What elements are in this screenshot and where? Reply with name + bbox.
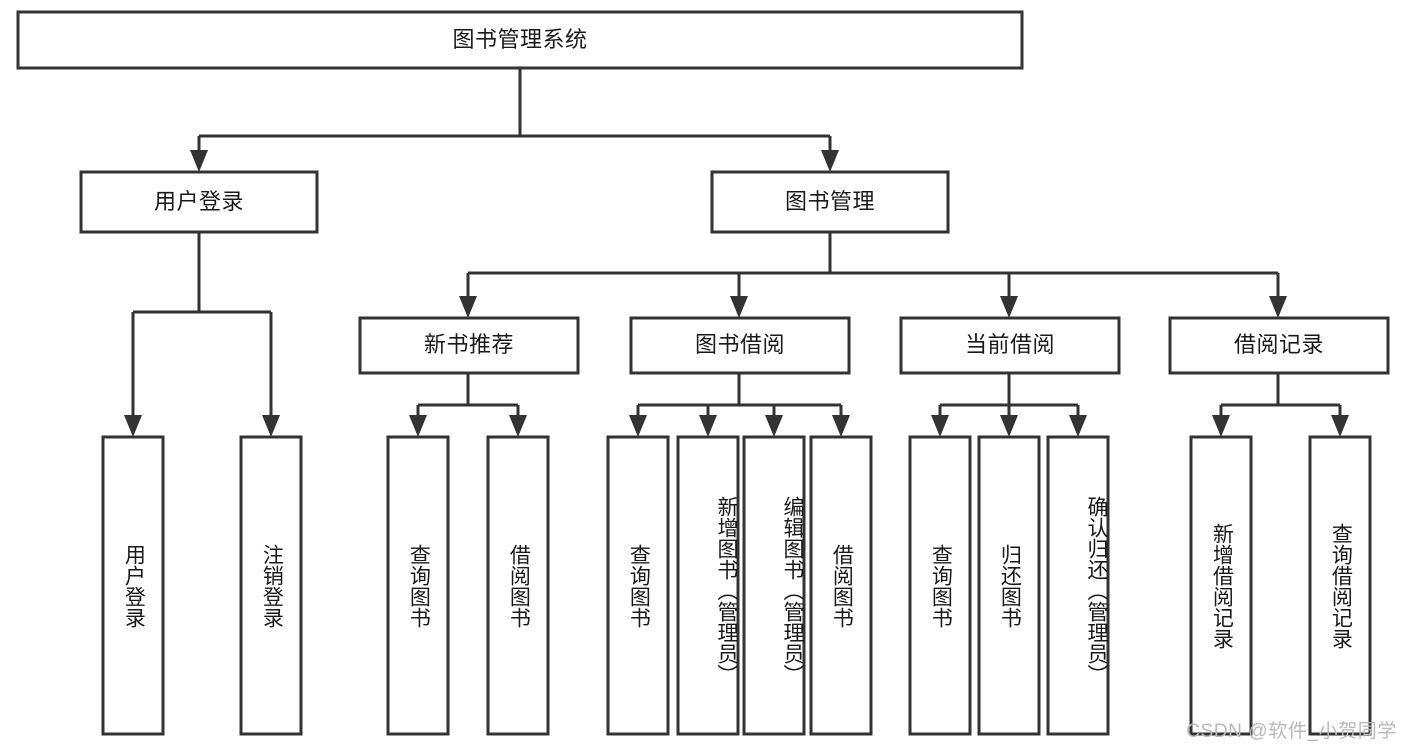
node-box-borrow-record[interactable] — [1168, 316, 1390, 375]
node-box-book-borrow[interactable] — [629, 316, 851, 375]
arrowhead-user-login — [190, 150, 208, 172]
node-box-book-manage[interactable] — [710, 170, 950, 234]
arrowhead-new-book-rec — [459, 296, 477, 318]
arrowhead-book-borrow — [730, 296, 748, 318]
node-box-new-book-rec[interactable] — [358, 316, 580, 375]
connector-layer — [124, 68, 1349, 437]
arrowhead-leaf-return-book — [1000, 415, 1018, 437]
node-box-leaf-confirm-return[interactable] — [1046, 435, 1110, 736]
arrowhead-leaf-add-book — [699, 415, 717, 437]
node-box-leaf-add-record[interactable] — [1189, 435, 1253, 736]
arrowhead-leaf-user-logout — [262, 415, 280, 437]
node-box-current-borrow[interactable] — [899, 316, 1121, 375]
arrowhead-borrow-record — [1269, 296, 1287, 318]
node-box-layer — [16, 10, 1390, 736]
node-box-root[interactable] — [16, 10, 1024, 70]
node-box-leaf-query-book-3[interactable] — [908, 435, 972, 736]
arrowhead-book-manage — [821, 150, 839, 172]
node-box-leaf-edit-book[interactable] — [742, 435, 806, 736]
node-box-leaf-user-login[interactable] — [101, 435, 165, 736]
node-box-leaf-user-logout[interactable] — [239, 435, 303, 736]
arrowhead-current-borrow — [1000, 296, 1018, 318]
arrowhead-leaf-query-book-3 — [931, 415, 949, 437]
node-box-leaf-add-book[interactable] — [676, 435, 740, 736]
arrowhead-leaf-query-book-1 — [409, 415, 427, 437]
arrowhead-leaf-confirm-return — [1069, 415, 1087, 437]
node-box-leaf-borrow-book-1[interactable] — [486, 435, 550, 736]
node-box-leaf-borrow-book-2[interactable] — [809, 435, 873, 736]
arrowhead-leaf-query-record — [1331, 415, 1349, 437]
node-box-leaf-return-book[interactable] — [977, 435, 1041, 736]
arrowhead-leaf-borrow-book-1 — [509, 415, 527, 437]
node-box-leaf-query-record[interactable] — [1308, 435, 1372, 736]
node-box-leaf-query-book-1[interactable] — [386, 435, 450, 736]
arrowhead-leaf-borrow-book-2 — [832, 415, 850, 437]
csdn-watermark: CSDN @软件_小贺同学 — [1186, 721, 1397, 742]
node-box-user-login[interactable] — [79, 170, 319, 234]
arrowhead-leaf-user-login — [124, 415, 142, 437]
arrowhead-leaf-edit-book — [765, 415, 783, 437]
arrowhead-leaf-query-book-2 — [629, 415, 647, 437]
node-box-leaf-query-book-2[interactable] — [606, 435, 670, 736]
arrowhead-leaf-add-record — [1212, 415, 1230, 437]
